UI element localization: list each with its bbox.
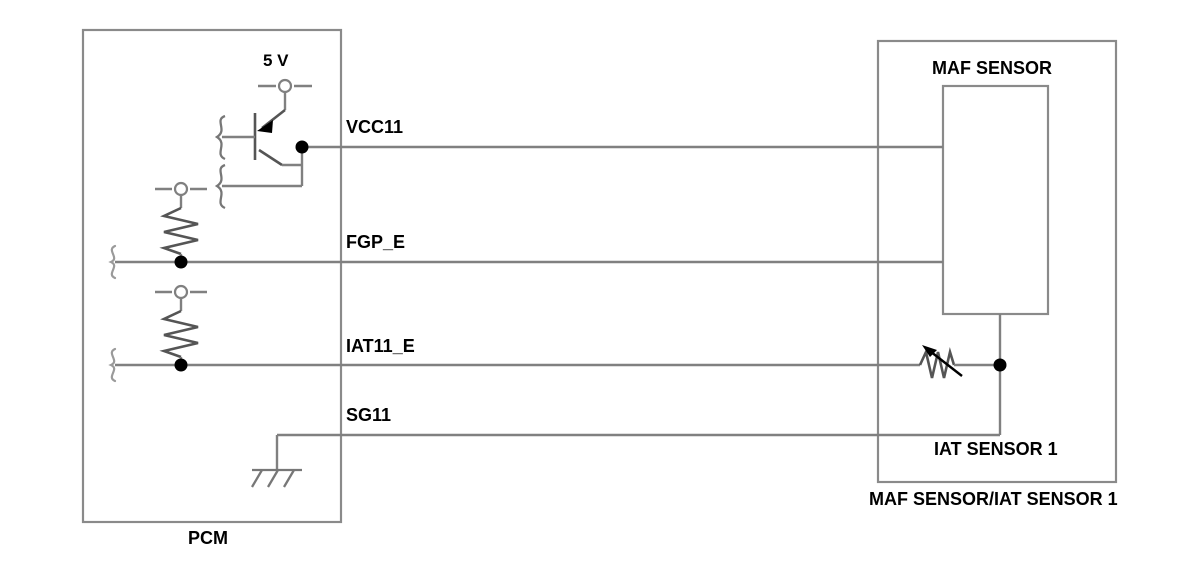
break-squiggle-iat11-e: [108, 347, 117, 383]
junction-dot-iat-node: [993, 358, 1007, 372]
signal-label-vcc11: VCC11: [346, 117, 404, 137]
maf-sensor-label: MAF SENSOR: [932, 58, 1053, 78]
wire-fgp-e: [108, 244, 943, 280]
pcm-label: PCM: [188, 528, 228, 548]
chassis-ground-symbol: [251, 468, 302, 488]
junction-dot-fgp-e: [174, 255, 188, 269]
iat-sensor-label: IAT SENSOR 1: [934, 439, 1058, 459]
maf-sensor-box: [941, 84, 1050, 316]
supply-terminal-5v: [258, 78, 312, 130]
signal-label-iat11-e: IAT11_E: [346, 336, 415, 356]
sensor-assembly-label: MAF SENSOR/IAT SENSOR 1: [869, 489, 1118, 509]
junction-dot-vcc11: [295, 140, 309, 154]
output-transistor: [222, 113, 304, 188]
fgp-pullup-resistor: [155, 181, 207, 262]
junction-dot-iat11-e: [174, 358, 188, 372]
iat-thermistor: [918, 345, 1000, 379]
pcm-internal-brace-lower: [214, 163, 226, 210]
iat-pullup-resistor: [155, 284, 207, 365]
supply-label-5v: 5 V: [263, 51, 289, 70]
wire-sg11: [275, 433, 1000, 470]
wire-iat11-e: [108, 347, 920, 383]
wire-vcc11: [295, 140, 943, 154]
wire-maf-to-iat-rail: [993, 314, 1007, 435]
signal-label-fgp-e: FGP_E: [346, 232, 406, 252]
thermistor-arrowhead: [922, 345, 937, 357]
pcm-enclosure: [81, 28, 343, 524]
signal-label-sg11: SG11: [346, 405, 392, 425]
pcm-internal-brace-upper: [214, 114, 226, 161]
break-squiggle-fgp-e: [108, 244, 117, 280]
